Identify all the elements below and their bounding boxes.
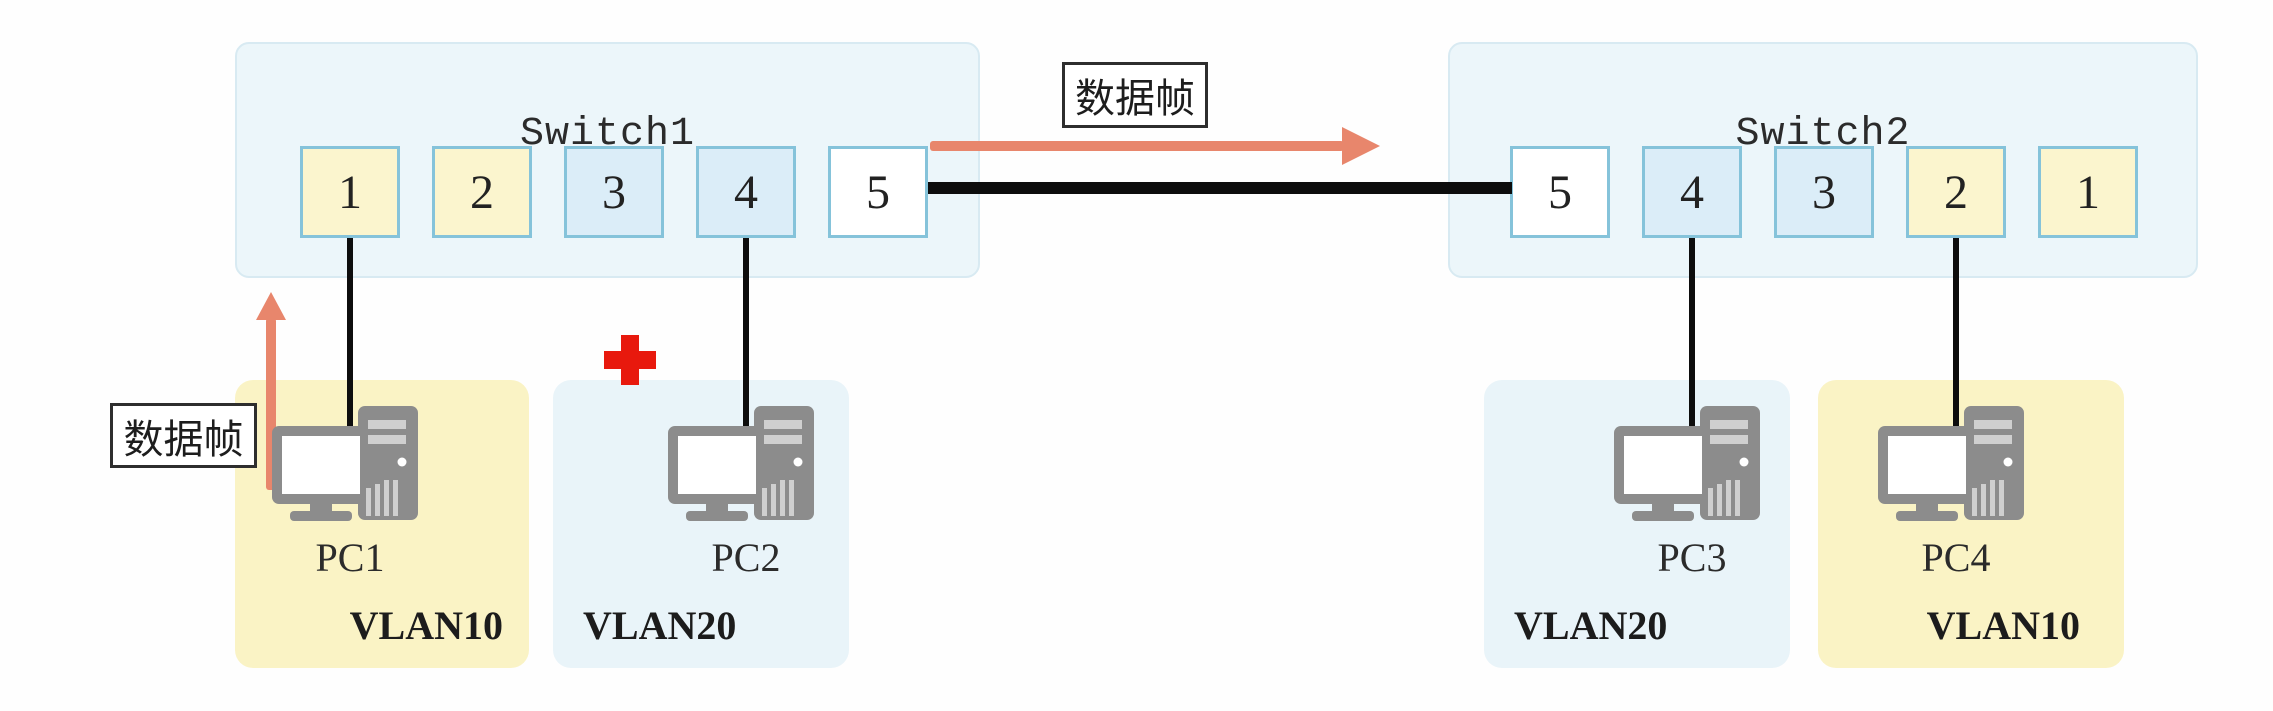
- pc2-desktop-computer-icon: [668, 406, 814, 521]
- switch2-port-3: 3: [1774, 146, 1874, 238]
- switch2-port-5: 5: [1510, 146, 1610, 238]
- pc4-desktop-computer-icon: [1878, 406, 2024, 521]
- pc1-name: PC1: [315, 535, 385, 580]
- switch1-port-4: 4: [696, 146, 796, 238]
- pc3-desktop-computer-icon: [1614, 406, 1760, 521]
- switch2-port-2: 2: [1906, 146, 2006, 238]
- pc4-vlan-label: VLAN10: [1926, 603, 2080, 648]
- data-frame-arrow-up-head: [256, 292, 286, 320]
- pc2-vlan-label: VLAN20: [583, 603, 737, 648]
- data-frame-label-top-text: 数据帧: [1075, 76, 1195, 121]
- data-frame-arrow-up-shaft: [266, 318, 276, 490]
- data-frame-label-top: 数据帧: [1062, 62, 1208, 128]
- cable-switch2-port2-pc4: [1953, 238, 1959, 452]
- red-plus-cross-icon: [604, 335, 656, 385]
- switch2-port-1: 1: [2038, 146, 2138, 238]
- switch1-port-3: 3: [564, 146, 664, 238]
- data-frame-label-left: 数据帧: [110, 403, 257, 468]
- data-frame-arrow-right-shaft: [930, 141, 1344, 151]
- data-frame-arrow-right-head: [1342, 127, 1380, 165]
- switch1-port-5: 5: [828, 146, 928, 238]
- cable-switch1-port1-pc1: [347, 238, 353, 452]
- pc4-name: PC4: [1921, 535, 1991, 580]
- pc1-desktop-computer-icon: [272, 406, 418, 521]
- switch1-port-1: 1: [300, 146, 400, 238]
- pc1-vlan-label: VLAN10: [349, 603, 503, 648]
- switch1-port-2: 2: [432, 146, 532, 238]
- data-frame-label-left-text: 数据帧: [123, 416, 244, 462]
- pc3-vlan-label: VLAN20: [1514, 603, 1668, 648]
- pc2-name: PC2: [711, 535, 781, 580]
- cable-switch2-port4-pc3: [1689, 238, 1695, 452]
- switch2-port-4: 4: [1642, 146, 1742, 238]
- cable-switch1-port4-pc2: [743, 238, 749, 452]
- pc3-name: PC3: [1657, 535, 1727, 580]
- trunk-cable-switch1-switch2: [928, 182, 1512, 194]
